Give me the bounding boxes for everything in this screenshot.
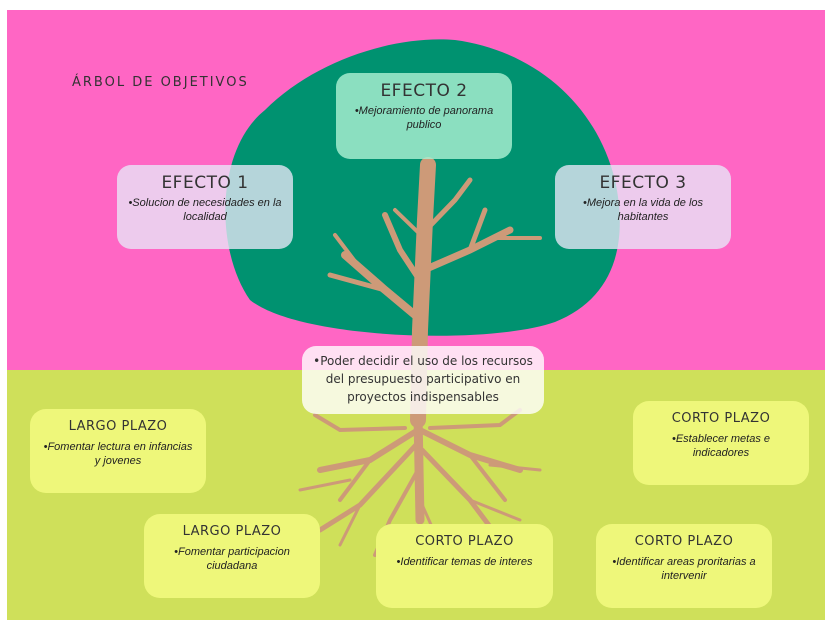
term-title: LARGO PLAZO bbox=[68, 419, 168, 434]
term-title: CORTO PLAZO bbox=[671, 411, 771, 426]
term-box-short-3: CORTO PLAZO •Establecer metas e indicado… bbox=[633, 401, 809, 485]
effect-box-2: EFECTO 2 •Mejoramiento de panorama publi… bbox=[336, 73, 512, 159]
term-text: •Identificar temas de interes bbox=[396, 556, 533, 568]
effect-text: •Mejoramiento de panorama publico bbox=[354, 105, 494, 131]
term-box-long-2: LARGO PLAZO •Fomentar participacion ciud… bbox=[144, 514, 320, 598]
central-objective-text: •Poder decidir el uso de los recursos de… bbox=[313, 354, 533, 404]
term-title: CORTO PLAZO bbox=[415, 534, 514, 549]
term-text: •Establecer metas e indicadores bbox=[671, 433, 770, 459]
effect-box-3: EFECTO 3 •Mejora en la vida de los habit… bbox=[555, 165, 731, 249]
effect-text: •Solucion de necesidades en la localidad bbox=[128, 197, 282, 223]
effect-text: •Mejora en la vida de los habitantes bbox=[582, 197, 704, 223]
term-text: •Identificar areas proritarias a interve… bbox=[612, 556, 756, 582]
term-title: LARGO PLAZO bbox=[182, 524, 282, 539]
term-box-long-1: LARGO PLAZO •Fomentar lectura en infanci… bbox=[30, 409, 206, 493]
effect-box-1: EFECTO 1 •Solucion de necesidades en la … bbox=[117, 165, 293, 249]
term-box-short-2: CORTO PLAZO •Identificar areas proritari… bbox=[596, 524, 772, 608]
term-title: CORTO PLAZO bbox=[634, 534, 734, 549]
effect-title: EFECTO 2 bbox=[380, 81, 468, 101]
central-objective-box: •Poder decidir el uso de los recursos de… bbox=[302, 346, 544, 414]
page-title: ÁRBOL DE OBJETIVOS bbox=[72, 75, 249, 90]
effect-title: EFECTO 1 bbox=[161, 173, 249, 193]
effect-title: EFECTO 3 bbox=[599, 173, 687, 193]
term-text: •Fomentar participacion ciudadana bbox=[174, 546, 290, 572]
term-text: •Fomentar lectura en infancias y jovenes bbox=[43, 441, 193, 467]
term-box-short-1: CORTO PLAZO •Identificar temas de intere… bbox=[376, 524, 553, 608]
